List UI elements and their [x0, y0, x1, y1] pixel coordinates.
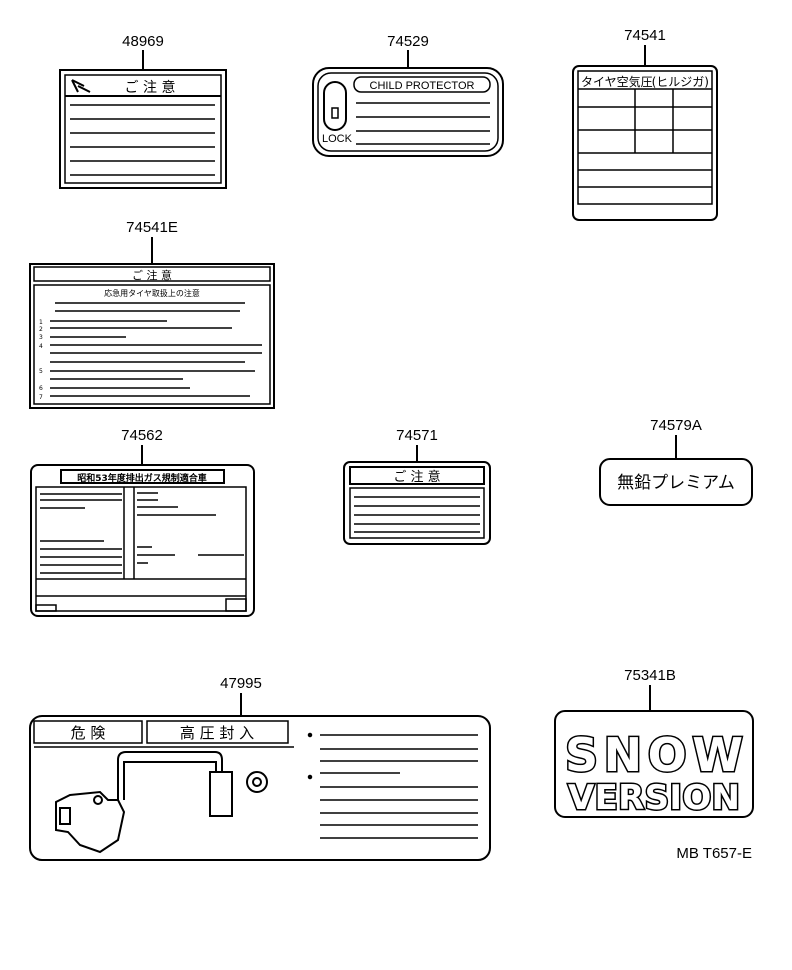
label-74562: 74562 昭和53年度排出ガス規制適合車	[30, 427, 255, 617]
label-74579A: 74579A 無鉛プレミアム	[599, 417, 753, 506]
part-number: 74541	[624, 27, 666, 44]
label-text: 無鉛プレミアム	[617, 473, 735, 493]
label-header: ご 注 意	[393, 469, 440, 485]
label-47995: 47995 危 険 高 圧 封 入	[29, 675, 491, 861]
item-number: 4	[39, 343, 43, 350]
label-header: ご 注 意	[125, 79, 176, 96]
part-number: 74562	[121, 427, 163, 444]
label-74541E: 74541E ご 注 意 応急用タイヤ取扱上の注意 1 2 3 4 5 6 7	[29, 219, 275, 409]
label-subheader: 応急用タイヤ取扱上の注意	[104, 288, 200, 298]
lock-label: LOCK	[322, 133, 353, 145]
label-74541: 74541 タイヤ空気圧 (ヒルジガ)	[572, 27, 718, 221]
item-number: 7	[39, 394, 43, 401]
compressor-illustration	[55, 751, 268, 854]
arrow-icon	[71, 79, 91, 93]
label-header: タイヤ空気圧	[581, 74, 653, 89]
danger-header: 危 険	[71, 724, 106, 742]
label-header: ご 注 意	[132, 268, 172, 282]
label-74571: 74571 ご 注 意	[343, 427, 491, 545]
part-number: 47995	[220, 675, 262, 692]
part-number: 74529	[387, 33, 429, 50]
item-number: 1	[39, 319, 43, 326]
high-pressure-header: 高 圧 封 入	[180, 724, 254, 742]
label-75341B: 75341B SNOW VERSION	[554, 667, 754, 820]
snow-text: SNOW	[565, 728, 743, 782]
item-number: 2	[39, 326, 43, 333]
unit-label: (ヒルジガ)	[652, 75, 709, 89]
part-number: 74541E	[126, 219, 178, 236]
diagram-code: MB T657-E	[676, 845, 752, 862]
label-header: 昭和53年度排出ガス規制適合車	[77, 472, 207, 484]
item-number: 6	[39, 385, 43, 392]
part-number: 74579A	[650, 417, 702, 434]
part-number: 48969	[122, 33, 164, 50]
item-number: 3	[39, 334, 43, 341]
part-number: 74571	[396, 427, 438, 444]
part-number: 75341B	[624, 667, 676, 684]
item-number: 5	[39, 368, 43, 375]
label-48969: 48969 ご 注 意	[59, 33, 227, 189]
label-74529: 74529 CHILD PROTECTOR LOCK	[312, 33, 504, 157]
version-text: VERSION	[568, 778, 740, 818]
label-header: CHILD PROTECTOR	[370, 80, 475, 92]
